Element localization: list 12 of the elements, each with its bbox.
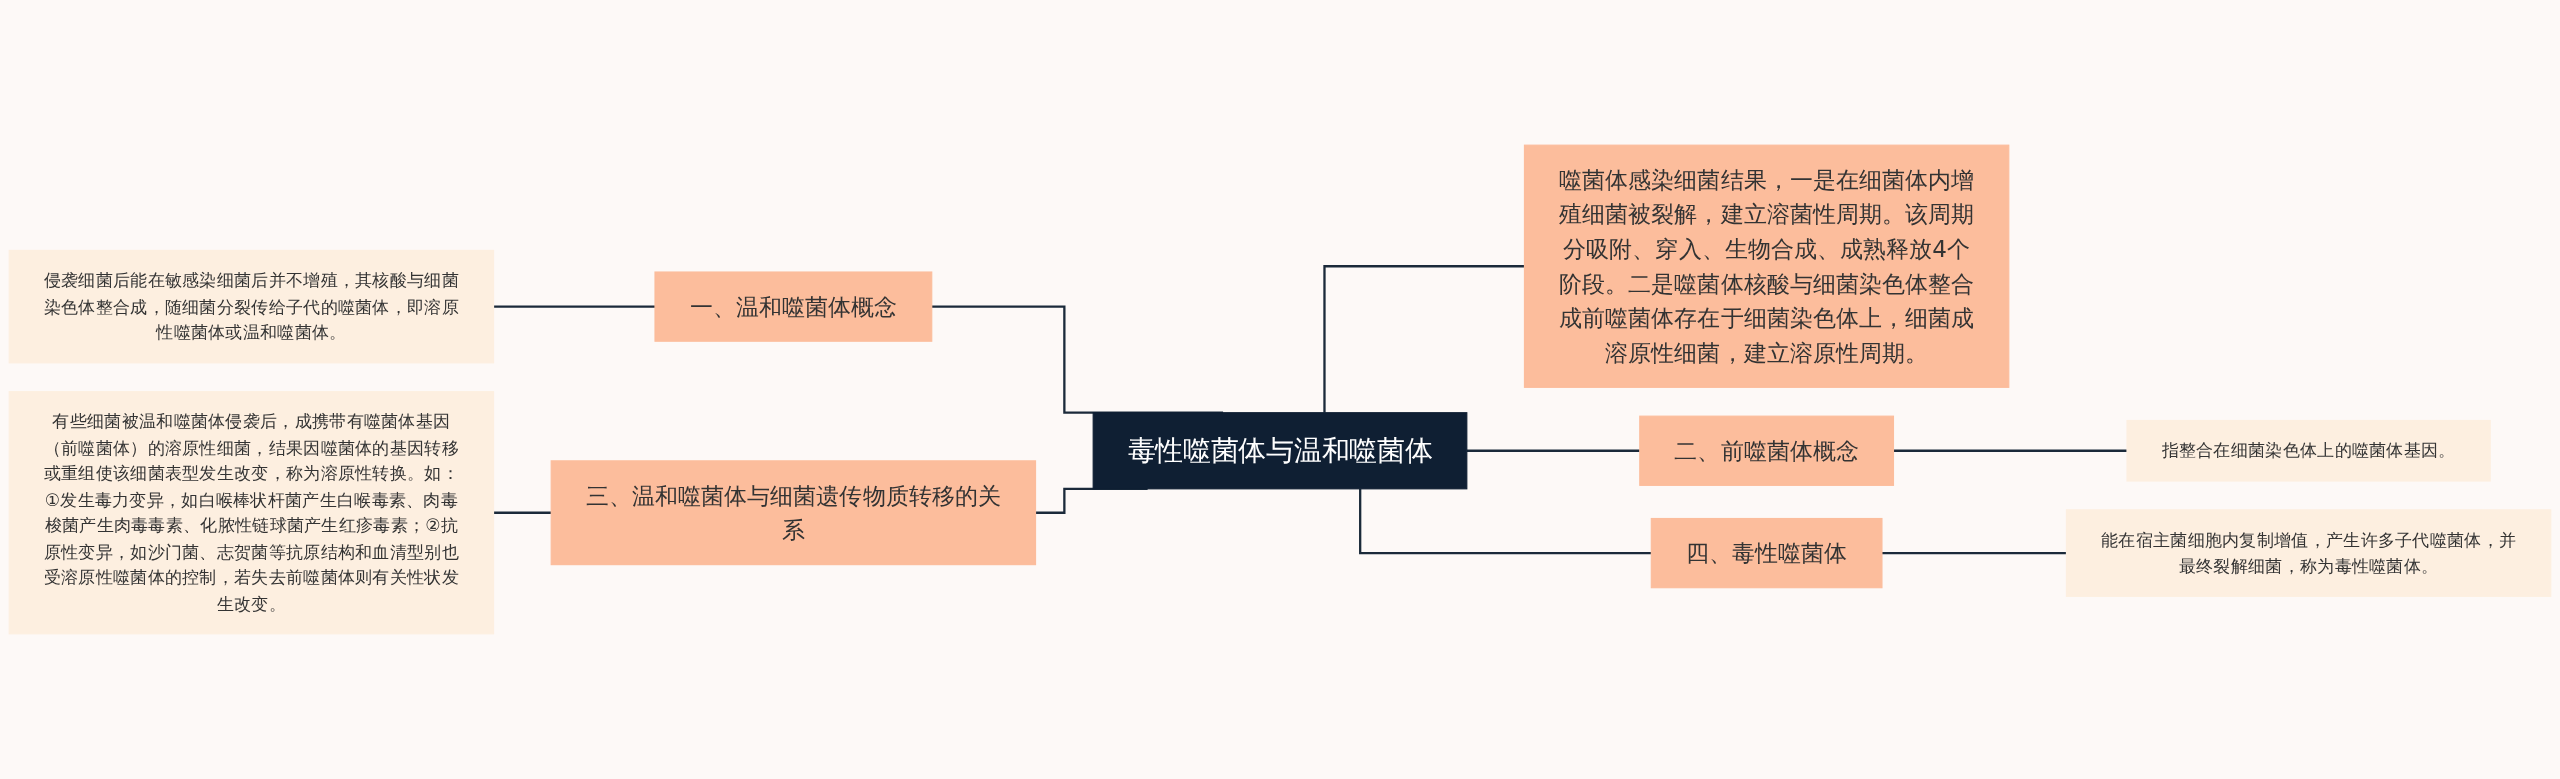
node-box: 二、前噬菌体概念 (1639, 415, 1895, 486)
node-box: 噬菌体感染细菌结果，一是在细菌体内增殖细菌被裂解，建立溶菌性周期。该周期分吸附、穿入、生物合成、成熟释放4个阶段。二是噬菌体核酸与细菌染色体整合成前噬菌体存在于细菌染色体上，细菌成溶原性细菌，建立溶原性周期。 (1523, 144, 2010, 388)
connector (1323, 265, 1525, 413)
connector (1359, 488, 1652, 555)
node-box: 毒性噬菌体与温和噬菌体 (1092, 412, 1468, 490)
node-box: 能在宿主菌细胞内复制增值，产生许多子代噬菌体，并最终裂解细菌，称为毒性噬菌体。 (2065, 509, 2552, 597)
node-box: 三、温和噬菌体与细菌遗传物质转移的关系 (550, 460, 1037, 566)
node-box: 指整合在细菌染色体上的噬菌体基因。 (2126, 419, 2491, 482)
node-box: 侵袭细菌后能在敏感染细菌后并不增殖，其核酸与细菌染色体整合成，随细菌分裂传给子代的噬菌体，即溶原性噬菌体或温和噬菌体。 (8, 249, 495, 364)
node-box: 一、温和噬菌体概念 (654, 271, 933, 342)
node-box: 有些细菌被温和噬菌体侵袭后，成携带有噬菌体基因（前噬菌体）的溶原性细菌，结果因噬菌体的基因转移或重组使该细菌表型发生改变，称为溶原性转换。如：①发生毒力变异，如白喉棒状杆菌产生白喉毒素、肉毒梭菌产生肉毒毒素、化脓性链球菌产生红疹毒素；②抗原性变异，如沙门菌、志贺菌等抗原结构和血清型别也受溶原性噬菌体的控制，若失去前噬菌体则有关性状发生改变。 (8, 391, 495, 635)
node-box: 四、毒性噬菌体 (1650, 517, 1883, 589)
